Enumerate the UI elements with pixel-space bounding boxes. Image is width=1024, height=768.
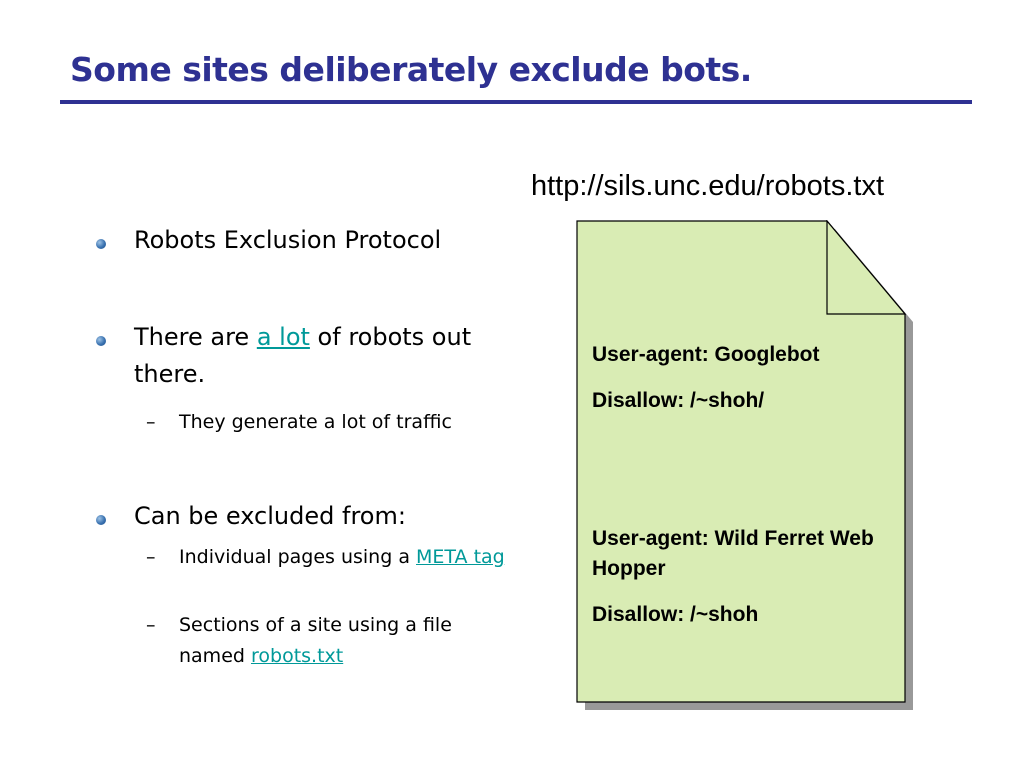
subbullet-text-start: Individual pages using a: [179, 546, 417, 568]
bullet-dot-icon: [96, 239, 106, 249]
subbullet-text-start: Sections of a site using a file named: [179, 614, 452, 667]
robots-line-disallow-1: Disallow: /~shoh/: [592, 389, 765, 412]
bullet-text: Robots Exclusion Protocol: [134, 226, 442, 254]
bullet-text-end: of robots out there.: [134, 323, 472, 388]
bullet-dot-icon: [96, 515, 106, 525]
robots-file-document: [576, 219, 914, 710]
bullet-item-protocol: Robots Exclusion Protocol: [96, 222, 516, 259]
subbullet-text: Sections of a site using a file named ro…: [179, 610, 506, 672]
subbullet-text: Individual pages using a META tag: [179, 542, 506, 573]
dash-icon: –: [146, 614, 156, 636]
meta-tag-link[interactable]: META tag: [416, 546, 505, 568]
subbullet-meta: – Individual pages using a META tag: [146, 542, 506, 573]
robots-txt-link[interactable]: robots.txt: [250, 645, 344, 667]
document-page: [576, 220, 906, 703]
dash-icon: –: [146, 546, 156, 568]
robots-url: http://sils.unc.edu/robots.txt: [531, 170, 885, 202]
a-lot-link[interactable]: a lot: [256, 323, 310, 351]
subbullet-robots-file: – Sections of a site using a file named …: [146, 610, 506, 672]
bullet-text: There are a lot of robots out there.: [134, 319, 516, 393]
robots-line-disallow-2: Disallow: /~shoh: [592, 603, 759, 626]
document-folded-corner: [826, 219, 907, 315]
bullet-item-robots: There are a lot of robots out there.: [96, 319, 516, 393]
slide-title: Some sites deliberately exclude bots.: [70, 50, 752, 89]
subbullet-text: They generate a lot of traffic: [179, 411, 452, 433]
document-icon: [576, 219, 913, 710]
title-underline: [60, 100, 972, 104]
bullet-text: Can be excluded from:: [134, 502, 406, 530]
robots-line-user-agent-2: User-agent: Wild Ferret Web Hopper: [592, 527, 874, 580]
bullet-item-excluded: Can be excluded from:: [96, 498, 516, 535]
dash-icon: –: [146, 411, 156, 433]
bullet-text-start: There are: [134, 323, 257, 351]
bullet-dot-icon: [96, 336, 106, 346]
robots-line-user-agent-1: User-agent: Googlebot: [592, 343, 820, 366]
subbullet-traffic: – They generate a lot of traffic: [146, 407, 506, 438]
